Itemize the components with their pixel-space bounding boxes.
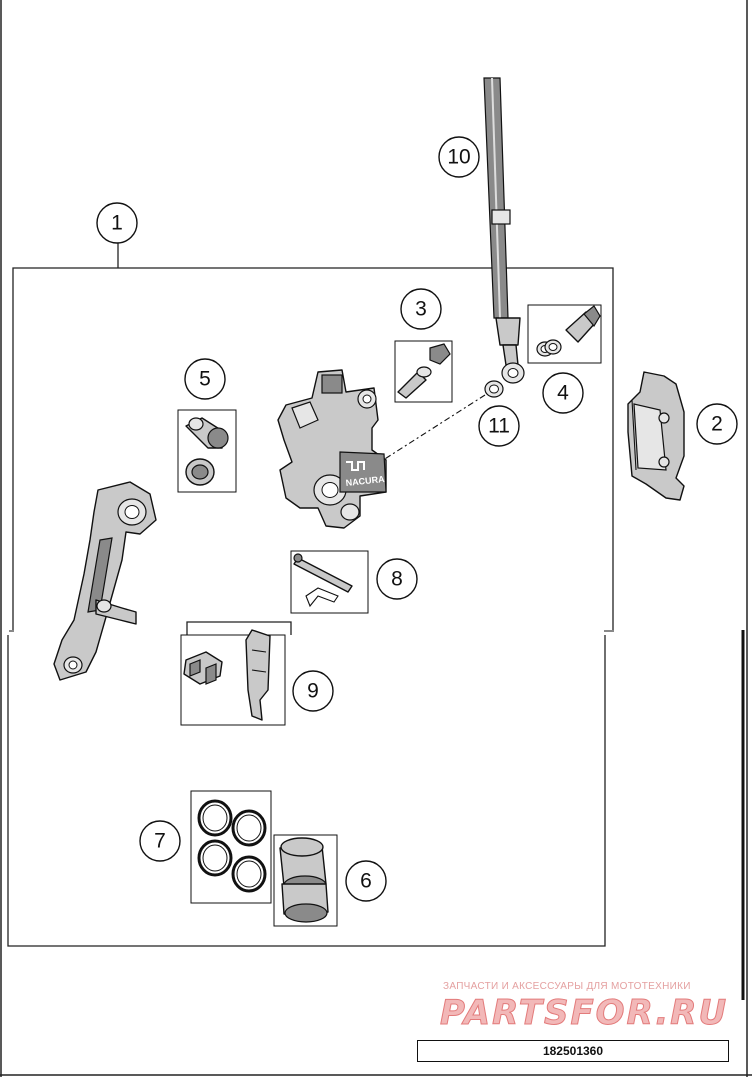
callout-6-label: 6: [360, 870, 372, 893]
caliper-body: NACURA: [277, 369, 387, 529]
callout-7: 7: [139, 820, 181, 862]
callout-11: 11: [478, 405, 520, 447]
callout-3: 3: [400, 288, 442, 330]
watermark-logo: PARTSFOR.RU: [440, 993, 729, 1034]
callout-5-label: 5: [199, 368, 211, 391]
reference-number: 182501360: [542, 1044, 604, 1058]
reference-number-box: 182501360: [417, 1040, 729, 1062]
pad-pin-kit: [290, 550, 369, 614]
bleed-screw-kit: [394, 340, 453, 403]
callout-9-label: 9: [307, 680, 319, 703]
piston-kit: [273, 834, 338, 927]
callout-4-label: 4: [557, 382, 569, 405]
caliper-bracket: [53, 481, 157, 681]
callout-5: 5: [184, 358, 226, 400]
callout-10-label: 10: [447, 146, 470, 169]
assembly-frame: [7, 240, 745, 1000]
callout-2: 2: [696, 403, 738, 445]
callout-8-label: 8: [391, 568, 403, 591]
callout-2-label: 2: [711, 413, 723, 436]
caliper-brand-text: NACURA: [345, 474, 385, 488]
brake-pad: [627, 371, 685, 501]
callout-7-label: 7: [154, 830, 166, 853]
o-ring-kit: [190, 790, 272, 904]
brake-line: [379, 77, 525, 463]
callout-10: 10: [438, 136, 480, 178]
callout-8: 8: [376, 558, 418, 600]
pad-spring-kit: [180, 621, 292, 726]
pin-boot-kit: [177, 409, 237, 493]
callout-1: 1: [96, 202, 138, 244]
callout-1-label: 1: [111, 212, 123, 235]
callout-6: 6: [345, 860, 387, 902]
callout-4: 4: [542, 372, 584, 414]
callout-11-label: 11: [488, 415, 510, 438]
banjo-bolt-kit: [527, 304, 602, 364]
watermark-tagline: ЗАПЧАСТИ И АКСЕССУАРЫ ДЛЯ МОТОТЕХНИКИ: [443, 981, 691, 992]
callout-3-label: 3: [415, 298, 427, 321]
callout-9: 9: [292, 670, 334, 712]
